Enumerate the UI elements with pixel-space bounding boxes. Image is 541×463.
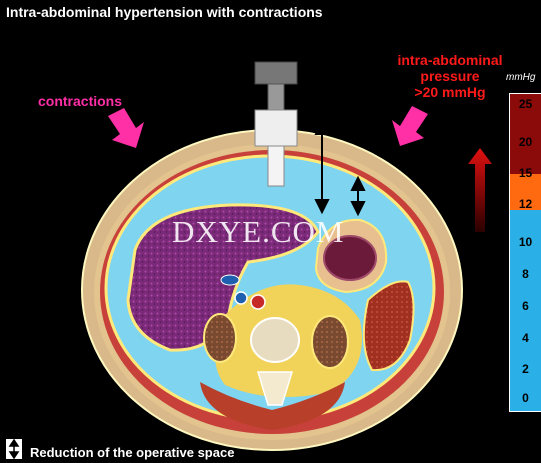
scale-band-high <box>510 94 541 174</box>
spleen <box>362 280 415 372</box>
scale-tick: 0 <box>522 391 529 405</box>
operative-space-arrow-small <box>350 175 366 217</box>
trocar-sheath <box>267 145 285 187</box>
back-muscles <box>200 382 345 430</box>
iap-label-line3: >20 mmHg <box>414 84 486 100</box>
scale-tick: 20 <box>518 135 533 149</box>
operative-space-arrow-large <box>314 119 330 215</box>
trocar-neck <box>267 83 285 111</box>
iap-label: intra-abdominal pressure >20 mmHg <box>380 52 520 100</box>
vena-cava <box>234 291 248 305</box>
scale-tick: 25 <box>518 97 533 111</box>
stomach-lumen <box>323 235 377 281</box>
vertebral-body <box>250 317 300 363</box>
pressure-scale: 25 20 15 12 10 8 6 4 2 0 <box>509 93 541 412</box>
trocar-cap <box>254 61 298 85</box>
iap-label-line1: intra-abdominal <box>397 52 503 68</box>
left-kidney <box>311 315 349 369</box>
aorta <box>250 294 266 310</box>
contraction-arrow-left-icon <box>108 108 144 148</box>
scale-band-mid <box>510 174 541 210</box>
scale-tick: 6 <box>522 299 529 313</box>
footer-caption: Reduction of the operative space <box>30 445 235 460</box>
scale-tick: 15 <box>518 166 533 180</box>
scale-unit: mmHg <box>506 72 536 83</box>
scale-tick: 4 <box>522 331 529 345</box>
contraction-arrow-right-icon <box>392 106 428 146</box>
right-kidney <box>203 313 237 363</box>
scale-tick: 2 <box>522 362 529 376</box>
portal-vessel <box>220 274 240 286</box>
iap-label-line2: pressure <box>420 68 480 84</box>
scale-tick: 12 <box>518 197 533 211</box>
scale-tick: 10 <box>518 235 533 249</box>
contractions-label: contractions <box>38 93 123 109</box>
spinous-process <box>256 371 294 406</box>
watermark: DXYE.COM <box>172 214 345 249</box>
scale-band-normal <box>510 210 541 411</box>
pressure-increase-arrow-icon <box>468 148 492 232</box>
figure-title: Intra-abdominal hypertension with contra… <box>6 4 323 20</box>
trocar-body <box>254 109 298 147</box>
double-arrow-icon <box>6 438 22 460</box>
scale-tick: 8 <box>522 267 529 281</box>
